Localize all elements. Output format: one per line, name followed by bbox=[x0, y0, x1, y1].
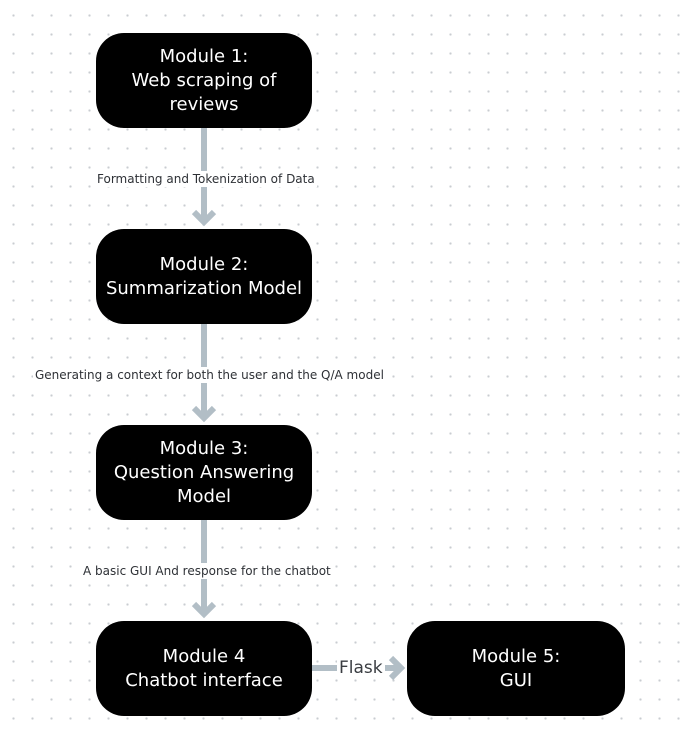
module-1-box[interactable]: Module 1: Web scraping of reviews bbox=[96, 33, 312, 128]
connector-3-arrowhead bbox=[191, 601, 217, 619]
module-2-label: Module 2: Summarization Model bbox=[105, 253, 303, 299]
connector-label-3: A basic GUI And response for the chatbot bbox=[81, 563, 333, 579]
module-2-box[interactable]: Module 2: Summarization Model bbox=[96, 229, 312, 324]
connector-4-arrowhead bbox=[388, 655, 406, 681]
module-4-label: Module 4 Chatbot interface bbox=[125, 645, 283, 691]
connector-1-arrowhead bbox=[191, 209, 217, 227]
module-3-label: Module 3: Question Answering Model bbox=[113, 437, 295, 507]
connector-label-2: Generating a context for both the user a… bbox=[33, 367, 386, 383]
module-5-label: Module 5: GUI bbox=[471, 645, 561, 691]
connector-label-1: Formatting and Tokenization of Data bbox=[95, 171, 317, 187]
connector-label-4: Flask bbox=[337, 657, 385, 679]
module-5-box[interactable]: Module 5: GUI bbox=[407, 621, 625, 716]
module-1-label: Module 1: Web scraping of reviews bbox=[131, 45, 277, 115]
module-4-box[interactable]: Module 4 Chatbot interface bbox=[96, 621, 312, 716]
module-3-box[interactable]: Module 3: Question Answering Model bbox=[96, 425, 312, 520]
connector-2-arrowhead bbox=[191, 405, 217, 423]
